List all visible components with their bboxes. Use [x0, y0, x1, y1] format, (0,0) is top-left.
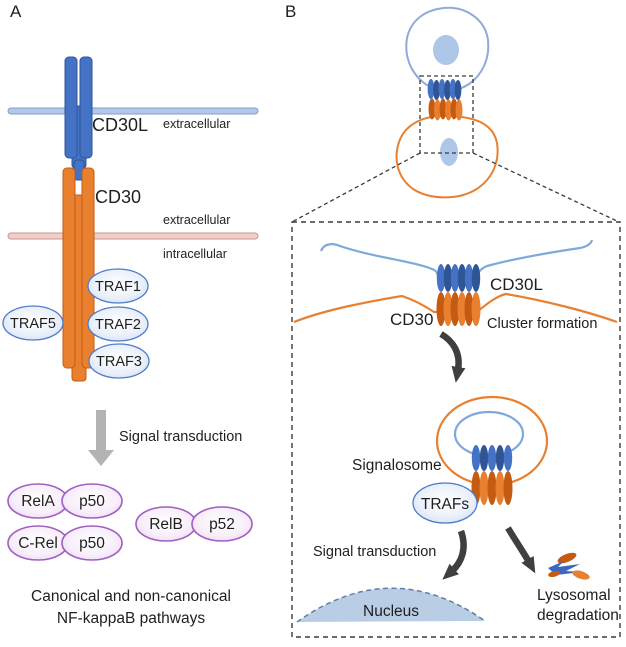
cd30l-b-label: CD30L — [490, 275, 543, 294]
degraded-fragments — [548, 552, 590, 580]
trafs-oval: TRAFs — [412, 482, 478, 524]
signalosome-label: Signalosome — [352, 457, 442, 474]
cd30-cell-nucleus — [440, 138, 458, 166]
panel-b-letter: B — [285, 2, 296, 21]
membrane-cd30 — [7, 232, 259, 240]
extracellular-top-label: extracellular — [163, 117, 230, 131]
cd30l-bar-right — [79, 56, 93, 159]
traf1-label: TRAF1 — [95, 279, 141, 295]
cd30-b-label: CD30 — [390, 310, 433, 329]
zoom-region-rect — [419, 75, 474, 154]
trafs-label: TRAFs — [421, 496, 469, 513]
relb-p52-dimer: RelB p52 — [135, 506, 253, 542]
p52-label: p52 — [209, 516, 235, 533]
traf3-oval: TRAF3 — [88, 343, 150, 379]
zoom-guide-right — [472, 152, 620, 223]
lysosomal-label-line1: Lysosomal — [537, 587, 611, 604]
caption-line1: Canonical and non-canonical — [31, 588, 231, 605]
membrane-cd30l — [7, 107, 259, 115]
traf1-oval: TRAF1 — [87, 268, 149, 304]
cluster-formation-label: Cluster formation — [487, 316, 597, 332]
signalosome-cd30l-cluster — [471, 445, 513, 471]
zoom-detail-box — [291, 221, 621, 638]
p50a-label: p50 — [79, 493, 105, 510]
traf3-label: TRAF3 — [96, 354, 142, 370]
cd30l-cluster — [436, 264, 481, 292]
traf2-oval: TRAF2 — [87, 306, 149, 342]
crel-p50-dimer: C-Rel p50 — [7, 525, 123, 561]
signal-transduction-b-label: Signal transduction — [313, 544, 436, 560]
cd30l-label: CD30L — [92, 115, 148, 135]
traf5-label: TRAF5 — [10, 316, 56, 332]
signalosome-cd30-cluster — [471, 471, 513, 505]
crel-label: C-Rel — [18, 535, 58, 552]
cd30-bar-right — [81, 167, 95, 369]
rela-label: RelA — [21, 493, 55, 510]
panel-a-letter: A — [10, 2, 22, 21]
signal-transduction-a-label: Signal transduction — [119, 429, 242, 445]
cd30-bar-left — [62, 167, 76, 369]
caption-line2: NF-kappaB pathways — [57, 610, 205, 627]
signal-transduction-arrow — [88, 410, 114, 466]
rela-p50-dimer: RelA p50 — [7, 483, 123, 519]
signalosome-to-nucleus-arrow — [442, 529, 467, 580]
traf2-label: TRAF2 — [95, 317, 141, 333]
lysosomal-label-line2: degradation — [537, 607, 619, 624]
nucleus-shape — [296, 587, 486, 623]
cluster-to-signalosome-arrow — [439, 331, 466, 383]
cell-contact-cd30l-cluster — [427, 79, 462, 100]
cd30l-cell-nucleus — [433, 35, 459, 65]
cell-contact-cd30-cluster — [428, 98, 463, 121]
intracellular-label: intracellular — [163, 247, 227, 261]
traf5-oval: TRAF5 — [2, 305, 64, 341]
cd30-cluster — [436, 292, 481, 326]
p50b-label: p50 — [79, 535, 105, 552]
signalosome-to-lysosome-arrow — [505, 526, 536, 574]
extracellular-bottom-label: extracellular — [163, 213, 230, 227]
cd30-label: CD30 — [95, 187, 141, 207]
zoom-guide-left — [291, 152, 421, 223]
nucleus-label: Nucleus — [363, 603, 419, 620]
relb-label: RelB — [149, 516, 183, 533]
cd30l-bar-left — [64, 56, 78, 159]
